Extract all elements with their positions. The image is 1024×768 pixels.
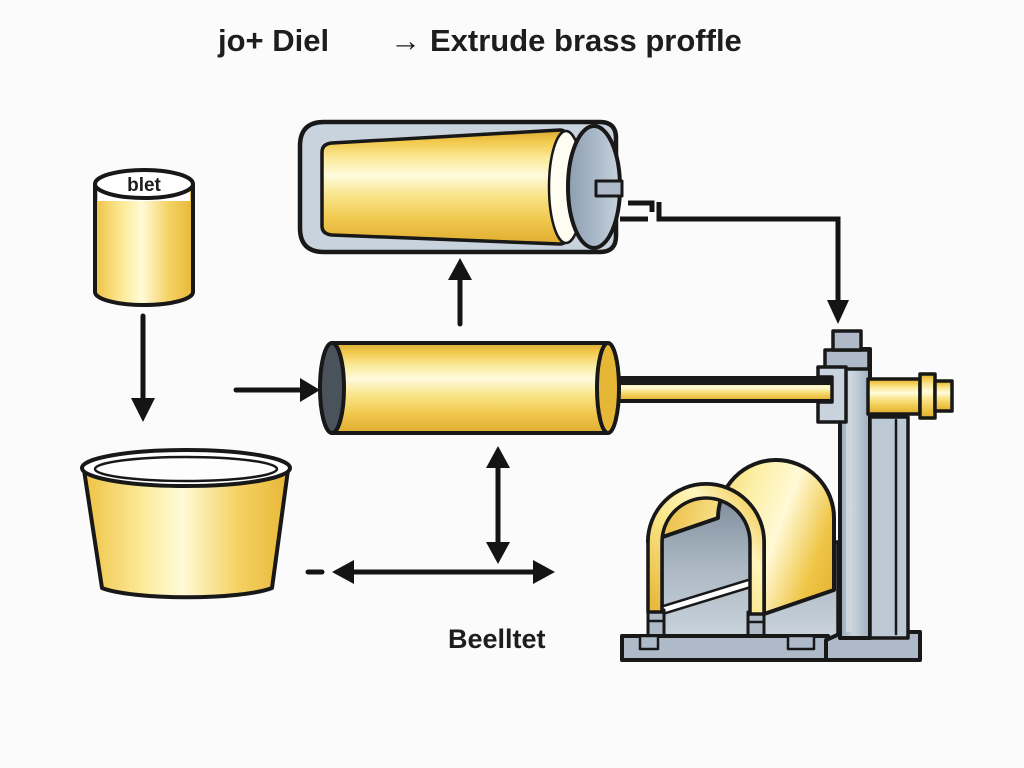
down-arrow-icon [131,313,155,422]
billet-cylinder [318,341,848,435]
small-billet-top-face [93,168,195,200]
melting-pot [80,448,292,600]
small-billet-body [93,182,195,307]
up-arrow-icon [448,258,472,327]
title-part2: Extrude brass proffle [430,23,742,58]
press-column [816,329,910,640]
billet-left-end [318,341,346,435]
rod-clamp-bracket [816,365,848,424]
extrusion-press-assembly [620,329,954,662]
base-notch-right [786,634,816,651]
page-title: jo+ Diel → Extrude brass proffle [217,23,742,58]
column-cap-upper [831,329,863,352]
billet-caption: Beelltet [448,624,546,654]
arch-front-face [646,482,766,616]
title-part1: jo+ Diel [217,23,329,58]
column-highlight [846,356,852,632]
billet-body [330,341,610,435]
column-side-panel [868,415,910,640]
small-billet-label: blet [127,175,161,196]
extrusion-container [297,119,624,255]
extruded-shaft [866,377,922,416]
base-notch-left [638,634,660,651]
container-billet [320,128,582,246]
extruded-profile-output [866,372,954,420]
horizontal-double-arrow-icon [305,560,555,584]
container-pin [594,179,624,198]
extruded-collar [918,372,937,420]
small-billet-cylinder: blet [93,168,195,307]
billet-right-end [595,341,621,435]
melting-pot-surface [93,455,279,483]
right-arrow-icon [233,378,320,402]
extruded-tip [933,379,954,413]
title-arrow-icon: → [390,23,421,58]
vertical-double-arrow-icon [486,446,510,564]
corner-connector-arrow-icon [620,200,849,324]
ram-rod-top-edge [604,378,846,385]
melting-pot-body [82,468,290,600]
